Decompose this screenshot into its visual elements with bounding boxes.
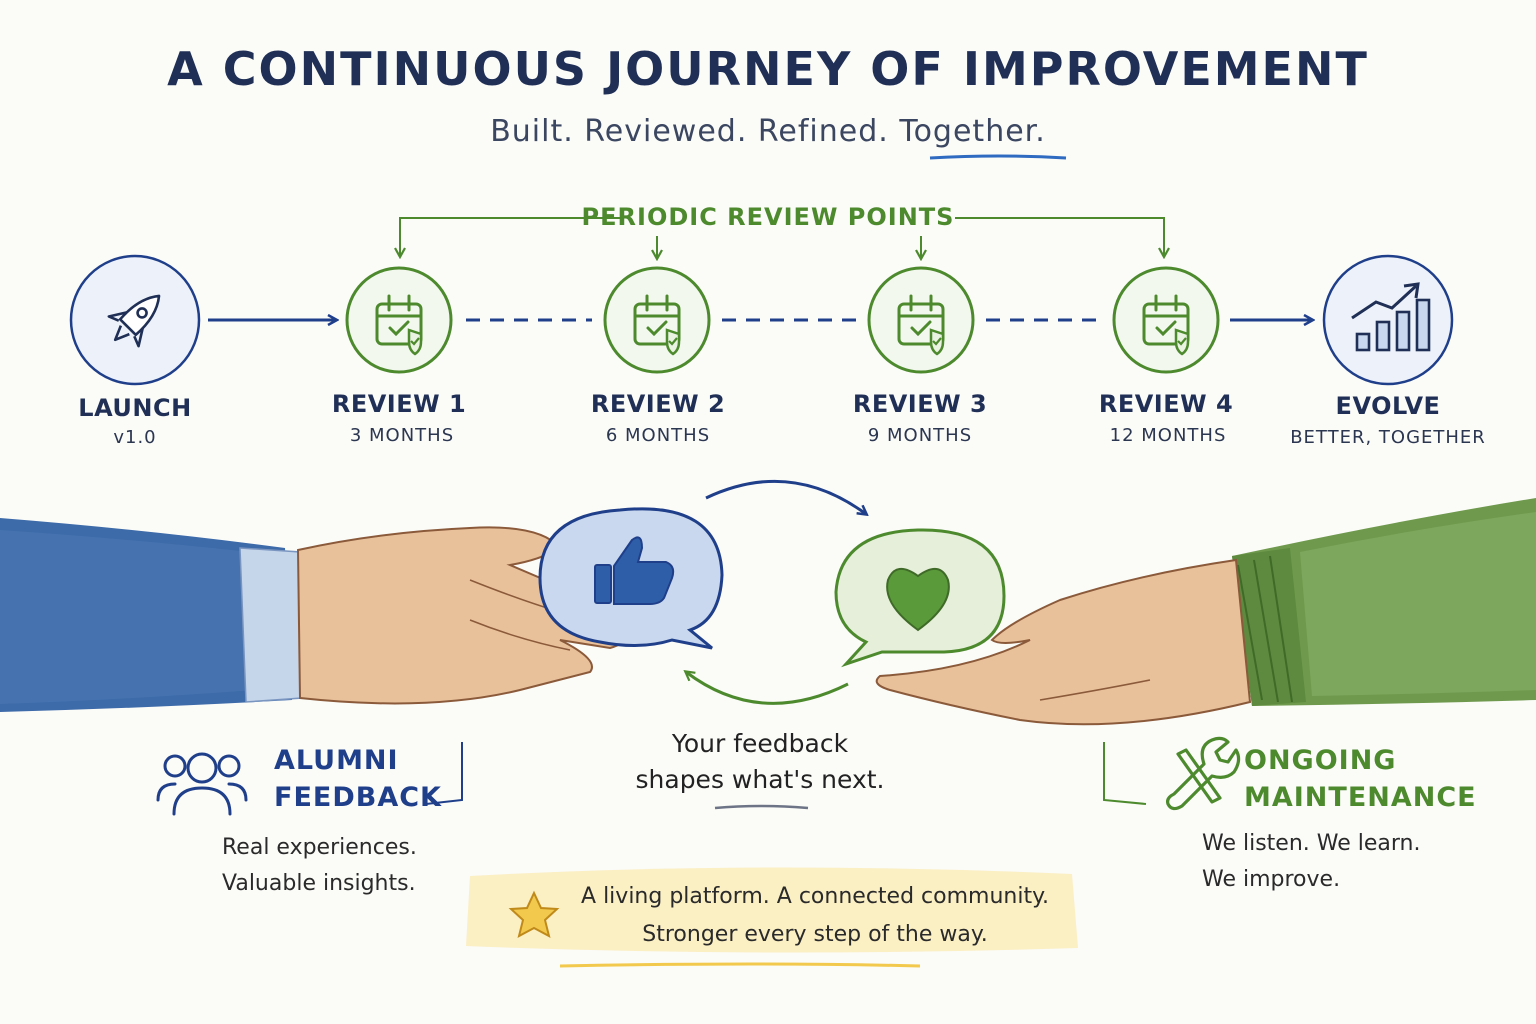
alumni-bracket [425, 742, 463, 805]
left-hand-illustration [0, 518, 629, 712]
feedback-loop-arrows [686, 479, 866, 705]
page-subtitle: Built. Reviewed. Refined. Together. [490, 114, 1046, 149]
subtitle-underline [929, 154, 1067, 160]
maintenance-text: We listen. We learn. We improve. [1202, 826, 1421, 898]
thumbs-up-bubble [538, 507, 724, 650]
thumbs-up-icon [594, 536, 675, 605]
banner-line2: Stronger every step of the way. [642, 922, 988, 947]
evolve-node [1322, 254, 1454, 386]
review-1-label: REVIEW 1 [331, 390, 467, 418]
evolve-sub: BETTER, TOGETHER [1290, 427, 1486, 448]
maintenance-title: ONGOING MAINTENANCE [1244, 742, 1477, 816]
alumni-title: ALUMNI FEEDBACK [274, 742, 442, 816]
review-4-label: REVIEW 4 [1098, 390, 1234, 418]
review-3-sub: 9 MONTHS [867, 425, 973, 446]
launch-sub: v1.0 [113, 427, 157, 448]
wrench-icon [1166, 736, 1241, 811]
maintenance-title-line2: MAINTENANCE [1244, 782, 1477, 813]
alumni-title-line2: FEEDBACK [274, 782, 442, 813]
growth-chart-icon [1351, 282, 1431, 352]
feedback-caption-line1: Your feedback [671, 729, 849, 758]
banner-text: A living platform. A connected community… [565, 878, 1065, 954]
review-3-label: REVIEW 3 [852, 390, 988, 418]
banner-line1: A living platform. A connected community… [581, 884, 1049, 909]
feedback-caption-line2: shapes what's next. [635, 765, 885, 794]
maintenance-bracket [1103, 742, 1147, 805]
bottom-banner [466, 867, 1078, 968]
launch-node [69, 254, 201, 386]
review-2-sub: 6 MONTHS [605, 425, 711, 446]
review-node-3 [867, 266, 975, 374]
right-hand-illustration [875, 498, 1536, 726]
review-node-1 [345, 266, 453, 374]
feedback-caption: Your feedback shapes what's next. [580, 726, 940, 798]
review-bracket [400, 217, 1164, 258]
maintenance-title-line1: ONGOING [1244, 745, 1397, 776]
review-points-label: PERIODIC REVIEW POINTS [581, 203, 955, 231]
page-title: A CONTINUOUS JOURNEY OF IMPROVEMENT [167, 42, 1369, 96]
alumni-text: Real experiences. Valuable insights. [222, 830, 417, 902]
alumni-text-line2: Valuable insights. [222, 871, 416, 896]
review-2-label: REVIEW 2 [590, 390, 726, 418]
people-group-icon [156, 752, 248, 816]
alumni-title-line1: ALUMNI [274, 745, 399, 776]
star-icon [508, 890, 560, 938]
launch-label: LAUNCH [78, 394, 192, 422]
heart-bubble [834, 528, 1006, 668]
review-4-sub: 12 MONTHS [1109, 425, 1227, 446]
maintenance-text-line2: We improve. [1202, 867, 1341, 892]
review-node-2 [603, 266, 711, 374]
maintenance-text-line1: We listen. We learn. [1202, 831, 1421, 856]
rocket-icon [107, 294, 161, 348]
caption-underline [714, 804, 809, 810]
review-1-sub: 3 MONTHS [349, 425, 455, 446]
alumni-text-line1: Real experiences. [222, 835, 417, 860]
review-node-4 [1112, 266, 1220, 374]
heart-icon [886, 568, 950, 632]
evolve-label: EVOLVE [1335, 392, 1441, 420]
